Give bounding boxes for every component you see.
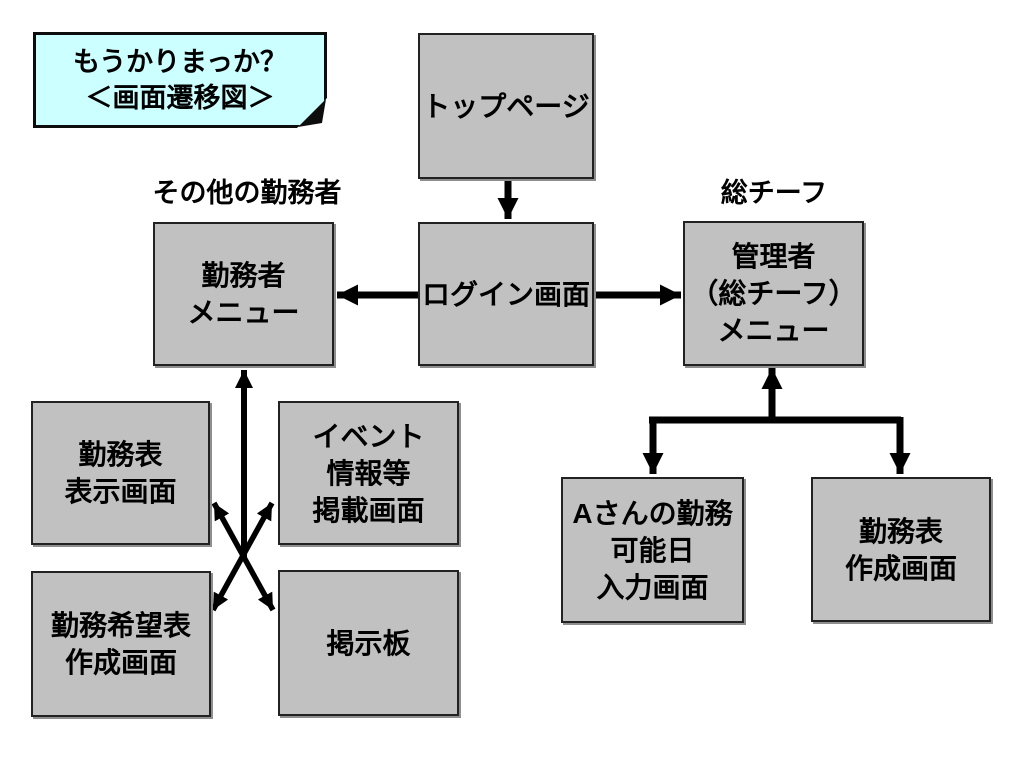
node-admin-menu: 管理者 （総チーフ） メニュー (683, 221, 864, 366)
node-login-screen: ログイン画面 (418, 222, 594, 366)
node-availability-input-screen: Aさんの勤務 可能日 入力画面 (561, 477, 744, 623)
arrow-event-info-shift-request (210, 501, 275, 612)
node-shift-create-screen: 勤務表 作成画面 (811, 477, 991, 622)
arrow-shift-display-bulletin (211, 501, 276, 612)
node-event-info-screen: イベント 情報等 掲載画面 (278, 401, 459, 545)
role-label-chief: 総チーフ (720, 178, 828, 208)
role-label-other-workers: その他の勤務者 (152, 178, 342, 208)
title-note-text: もうかりまっか？ ＜画面遷移図＞ (72, 47, 288, 113)
node-shift-request-screen: 勤務希望表 作成画面 (31, 571, 211, 717)
node-top-page: トップページ (418, 33, 594, 179)
note-folded-corner-icon (297, 98, 327, 128)
node-worker-menu: 勤務者 メニュー (153, 222, 334, 366)
node-shift-display-screen: 勤務表 表示画面 (31, 401, 210, 545)
node-bulletin-board: 掲示板 (278, 570, 459, 716)
title-note: もうかりまっか？ ＜画面遷移図＞ (33, 32, 327, 128)
